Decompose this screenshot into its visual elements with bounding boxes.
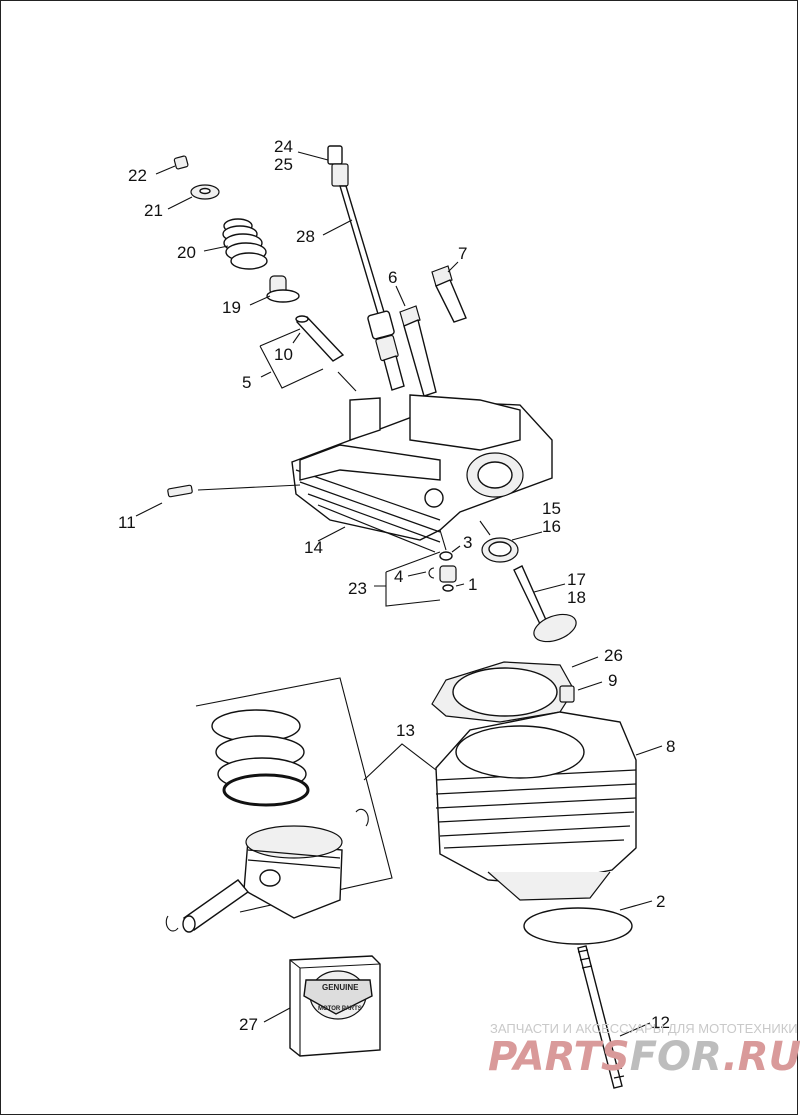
callout-8: 8 xyxy=(666,737,675,756)
piston-pin xyxy=(182,879,250,933)
part-12-cylinder-stud xyxy=(577,945,625,1089)
callout-24: 24 xyxy=(274,137,293,156)
part-20-valve-spring xyxy=(222,218,268,270)
part-17-18-valve xyxy=(513,565,577,643)
part-14-cylinder-head xyxy=(291,394,553,553)
part-4-clip xyxy=(428,567,435,579)
callout-11: 11 xyxy=(118,513,136,532)
part-6-head-bolt xyxy=(399,305,437,397)
callout-26: 26 xyxy=(604,646,623,665)
part-22-valve-keeper xyxy=(173,155,189,170)
callout-17: 17 xyxy=(567,570,586,589)
part-8-cylinder xyxy=(435,711,637,901)
part-21-spring-retainer xyxy=(190,184,220,200)
callout-3: 3 xyxy=(463,533,472,552)
piston-pin-clips xyxy=(165,808,369,932)
callout-22: 22 xyxy=(128,166,147,185)
callout-1: 1 xyxy=(468,575,477,594)
part-28-sensor-rod xyxy=(327,145,405,391)
callout-4: 4 xyxy=(394,567,403,586)
callout-12: 12 xyxy=(651,1013,670,1032)
callout-18: 18 xyxy=(567,588,586,607)
part-27-genuine-parts-box: GENUINE MOTOR PARTS xyxy=(289,955,381,1057)
part-3-oring xyxy=(439,551,453,561)
callout-25: 25 xyxy=(274,155,293,174)
watermark-tagline: ЗАПЧАСТИ И АКСЕССУАРЫ ДЛЯ МОТОТЕХНИКИ xyxy=(490,1021,798,1036)
part-26-head-gasket xyxy=(431,661,575,723)
part-10-valve-guide xyxy=(295,315,345,362)
callout-9: 9 xyxy=(608,671,617,690)
watermark-brand-part2: FOR xyxy=(630,1034,723,1080)
part-9-dowel xyxy=(559,685,575,703)
callout-13: 13 xyxy=(396,721,415,740)
watermark-brand-part1: PARTS xyxy=(488,1034,630,1080)
piston xyxy=(243,825,343,919)
piston-rings xyxy=(211,709,310,807)
part-11-dowel-stud xyxy=(167,484,193,498)
callout-6: 6 xyxy=(388,268,397,287)
callout-21: 21 xyxy=(144,201,163,220)
part-15-16-valve-seat xyxy=(481,537,519,563)
watermark-brand: PARTSFOR.RU xyxy=(488,1034,800,1080)
callout-7: 7 xyxy=(458,244,467,263)
callout-28: 28 xyxy=(296,227,315,246)
logo-top-word: GENUINE xyxy=(322,983,359,992)
callout-20: 20 xyxy=(177,243,196,262)
watermark-brand-part3: .RU xyxy=(723,1034,800,1080)
logo-bottom-word: MOTOR PARTS xyxy=(318,1006,362,1012)
callout-2: 2 xyxy=(656,892,665,911)
callout-15: 15 xyxy=(542,499,561,518)
part-19-valve-seal xyxy=(266,275,300,303)
callout-23: 23 xyxy=(348,579,367,598)
callout-19: 19 xyxy=(222,298,241,317)
part-7-head-bolt xyxy=(431,265,467,323)
callout-14: 14 xyxy=(304,538,323,557)
part-2-oring xyxy=(523,907,633,945)
callout-5: 5 xyxy=(242,373,251,392)
callout-10: 10 xyxy=(274,345,293,364)
callout-27: 27 xyxy=(239,1015,258,1034)
part-23-oil-fitting xyxy=(439,565,457,592)
callout-16: 16 xyxy=(542,517,561,536)
